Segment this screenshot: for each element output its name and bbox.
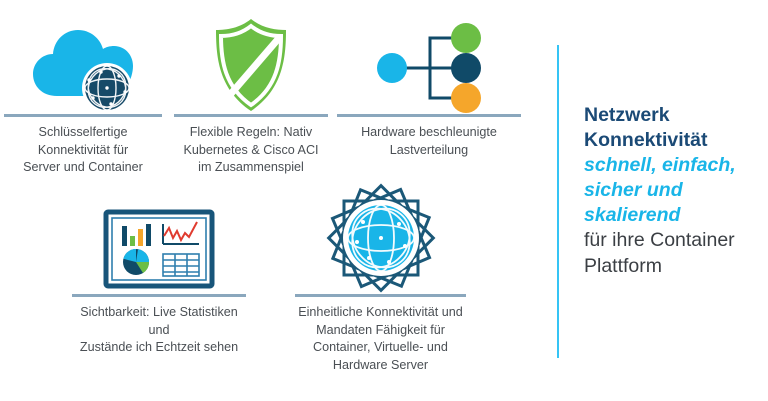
card-divider — [295, 294, 466, 297]
feature-caption: Einheitliche Konnektivität und Mandaten … — [298, 305, 463, 372]
mini-table-grid — [162, 253, 200, 277]
feature-card-load-balancer: Hardware beschleunigte Lastverteilung — [337, 22, 521, 159]
feature-card-dashboard: Sichtbarkeit: Live Statistiken und Zustä… — [72, 196, 246, 357]
headline-title: Netzwerk Konnektivität — [584, 104, 708, 151]
mini-bar-chart — [122, 224, 151, 246]
mini-pie-chart — [123, 249, 150, 275]
cloud-globe-icon — [31, 22, 135, 114]
feature-card-cloud: Schlüsselfertige Konnektivität für Serve… — [4, 22, 162, 177]
load-balancer-tree-icon — [366, 22, 492, 114]
feature-card-globe: Einheitliche Konnektivität und Mandaten … — [295, 180, 466, 374]
card-divider — [72, 294, 246, 297]
headline-accent: schnell, einfach, sicher und skalierend — [584, 154, 736, 226]
card-divider — [337, 114, 521, 117]
feature-caption: Schlüsselfertige Konnektivität für Serve… — [23, 125, 143, 174]
feature-caption: Sichtbarkeit: Live Statistiken und Zustä… — [79, 305, 239, 354]
globe-burst-icon — [325, 180, 437, 294]
headline-tail: für ihre Container Plattform — [584, 229, 735, 277]
node-cyan — [377, 53, 407, 83]
card-divider — [174, 114, 328, 117]
node-navy — [451, 53, 481, 83]
feature-card-shield: Flexible Regeln: Nativ Kubernetes & Cisc… — [174, 16, 328, 177]
headline-panel: Netzwerk Konnektivität schnell, einfach,… — [584, 103, 764, 279]
analytics-dashboard-icon — [103, 196, 215, 294]
shield-icon — [213, 16, 289, 114]
feature-caption: Hardware beschleunigte Lastverteilung — [361, 125, 497, 157]
feature-caption: Flexible Regeln: Nativ Kubernetes & Cisc… — [183, 125, 319, 174]
mini-line-chart — [162, 221, 199, 245]
node-orange — [451, 83, 481, 113]
vertical-divider — [557, 45, 559, 358]
node-green — [451, 23, 481, 53]
card-divider — [4, 114, 162, 117]
